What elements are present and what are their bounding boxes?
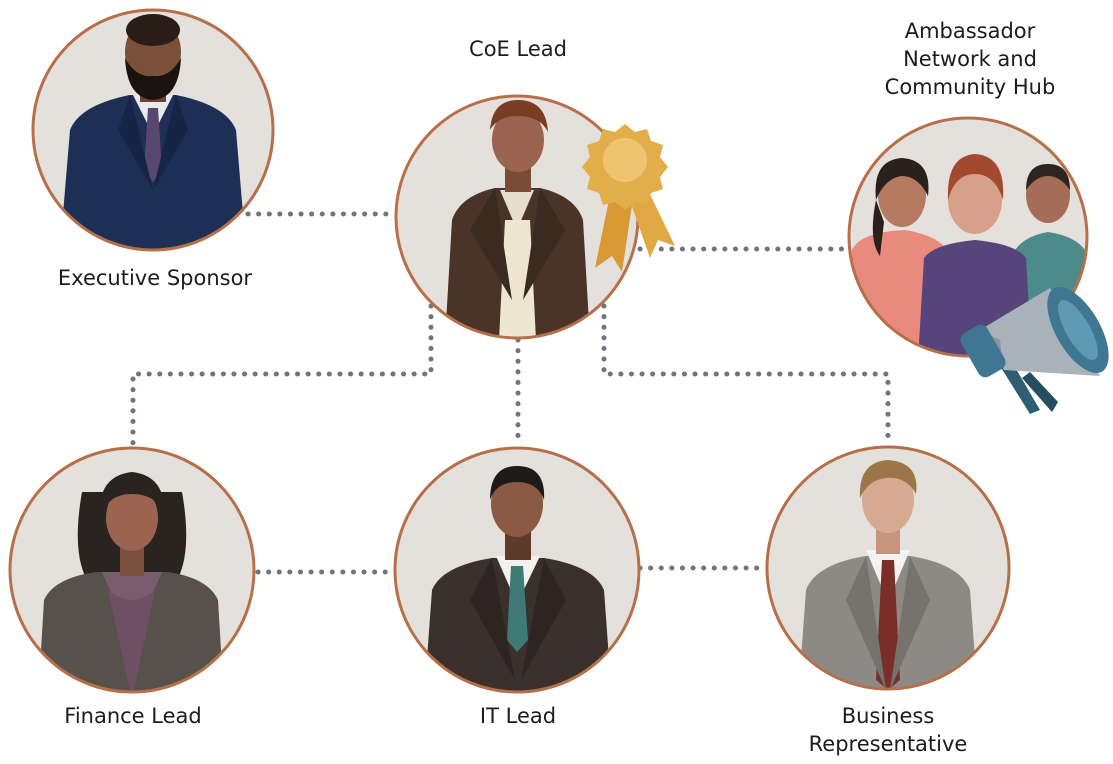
it-lead-node bbox=[393, 446, 641, 694]
coe-lead-label: CoE Lead bbox=[469, 37, 567, 61]
finance-lead-label: Finance Lead bbox=[64, 704, 202, 728]
circle-border bbox=[31, 8, 275, 252]
ambassador-label-line-2: Network and bbox=[903, 47, 1037, 71]
connector-coe-business bbox=[601, 303, 891, 443]
circle-border bbox=[847, 116, 1089, 358]
executive-sponsor-avatar bbox=[60, 14, 246, 250]
ambassador-label-line-3: Community Hub bbox=[884, 75, 1056, 99]
it-lead-label: IT Lead bbox=[479, 704, 557, 728]
circle-border bbox=[765, 445, 1011, 691]
ambassador-network-node bbox=[847, 116, 1109, 414]
circle-border bbox=[8, 446, 256, 694]
executive-sponsor-node bbox=[31, 8, 275, 252]
finance-lead-node bbox=[8, 446, 256, 694]
business-rep-label: Business Representative bbox=[776, 702, 1000, 758]
circle-border bbox=[393, 446, 641, 694]
it-lead-avatar bbox=[424, 466, 612, 692]
business-rep-avatar bbox=[798, 460, 978, 689]
ambassador-network-label: Ambassador Network and Community Hub bbox=[860, 17, 1080, 101]
business-rep-label-line-2: Representative bbox=[808, 732, 968, 756]
coe-lead-node bbox=[394, 94, 675, 340]
business-rep-node bbox=[765, 445, 1011, 691]
business-rep-label-line-1: Business bbox=[841, 704, 935, 728]
megaphone-icon bbox=[960, 287, 1109, 414]
award-ribbon-icon bbox=[582, 124, 675, 272]
ambassador-label-line-1: Ambassador bbox=[904, 19, 1036, 43]
connectors bbox=[130, 211, 891, 575]
finance-lead-avatar bbox=[38, 472, 224, 692]
coe-lead-avatar bbox=[445, 100, 590, 338]
executive-sponsor-label: Executive Sponsor bbox=[57, 266, 253, 290]
connector-coe-finance bbox=[130, 303, 434, 447]
